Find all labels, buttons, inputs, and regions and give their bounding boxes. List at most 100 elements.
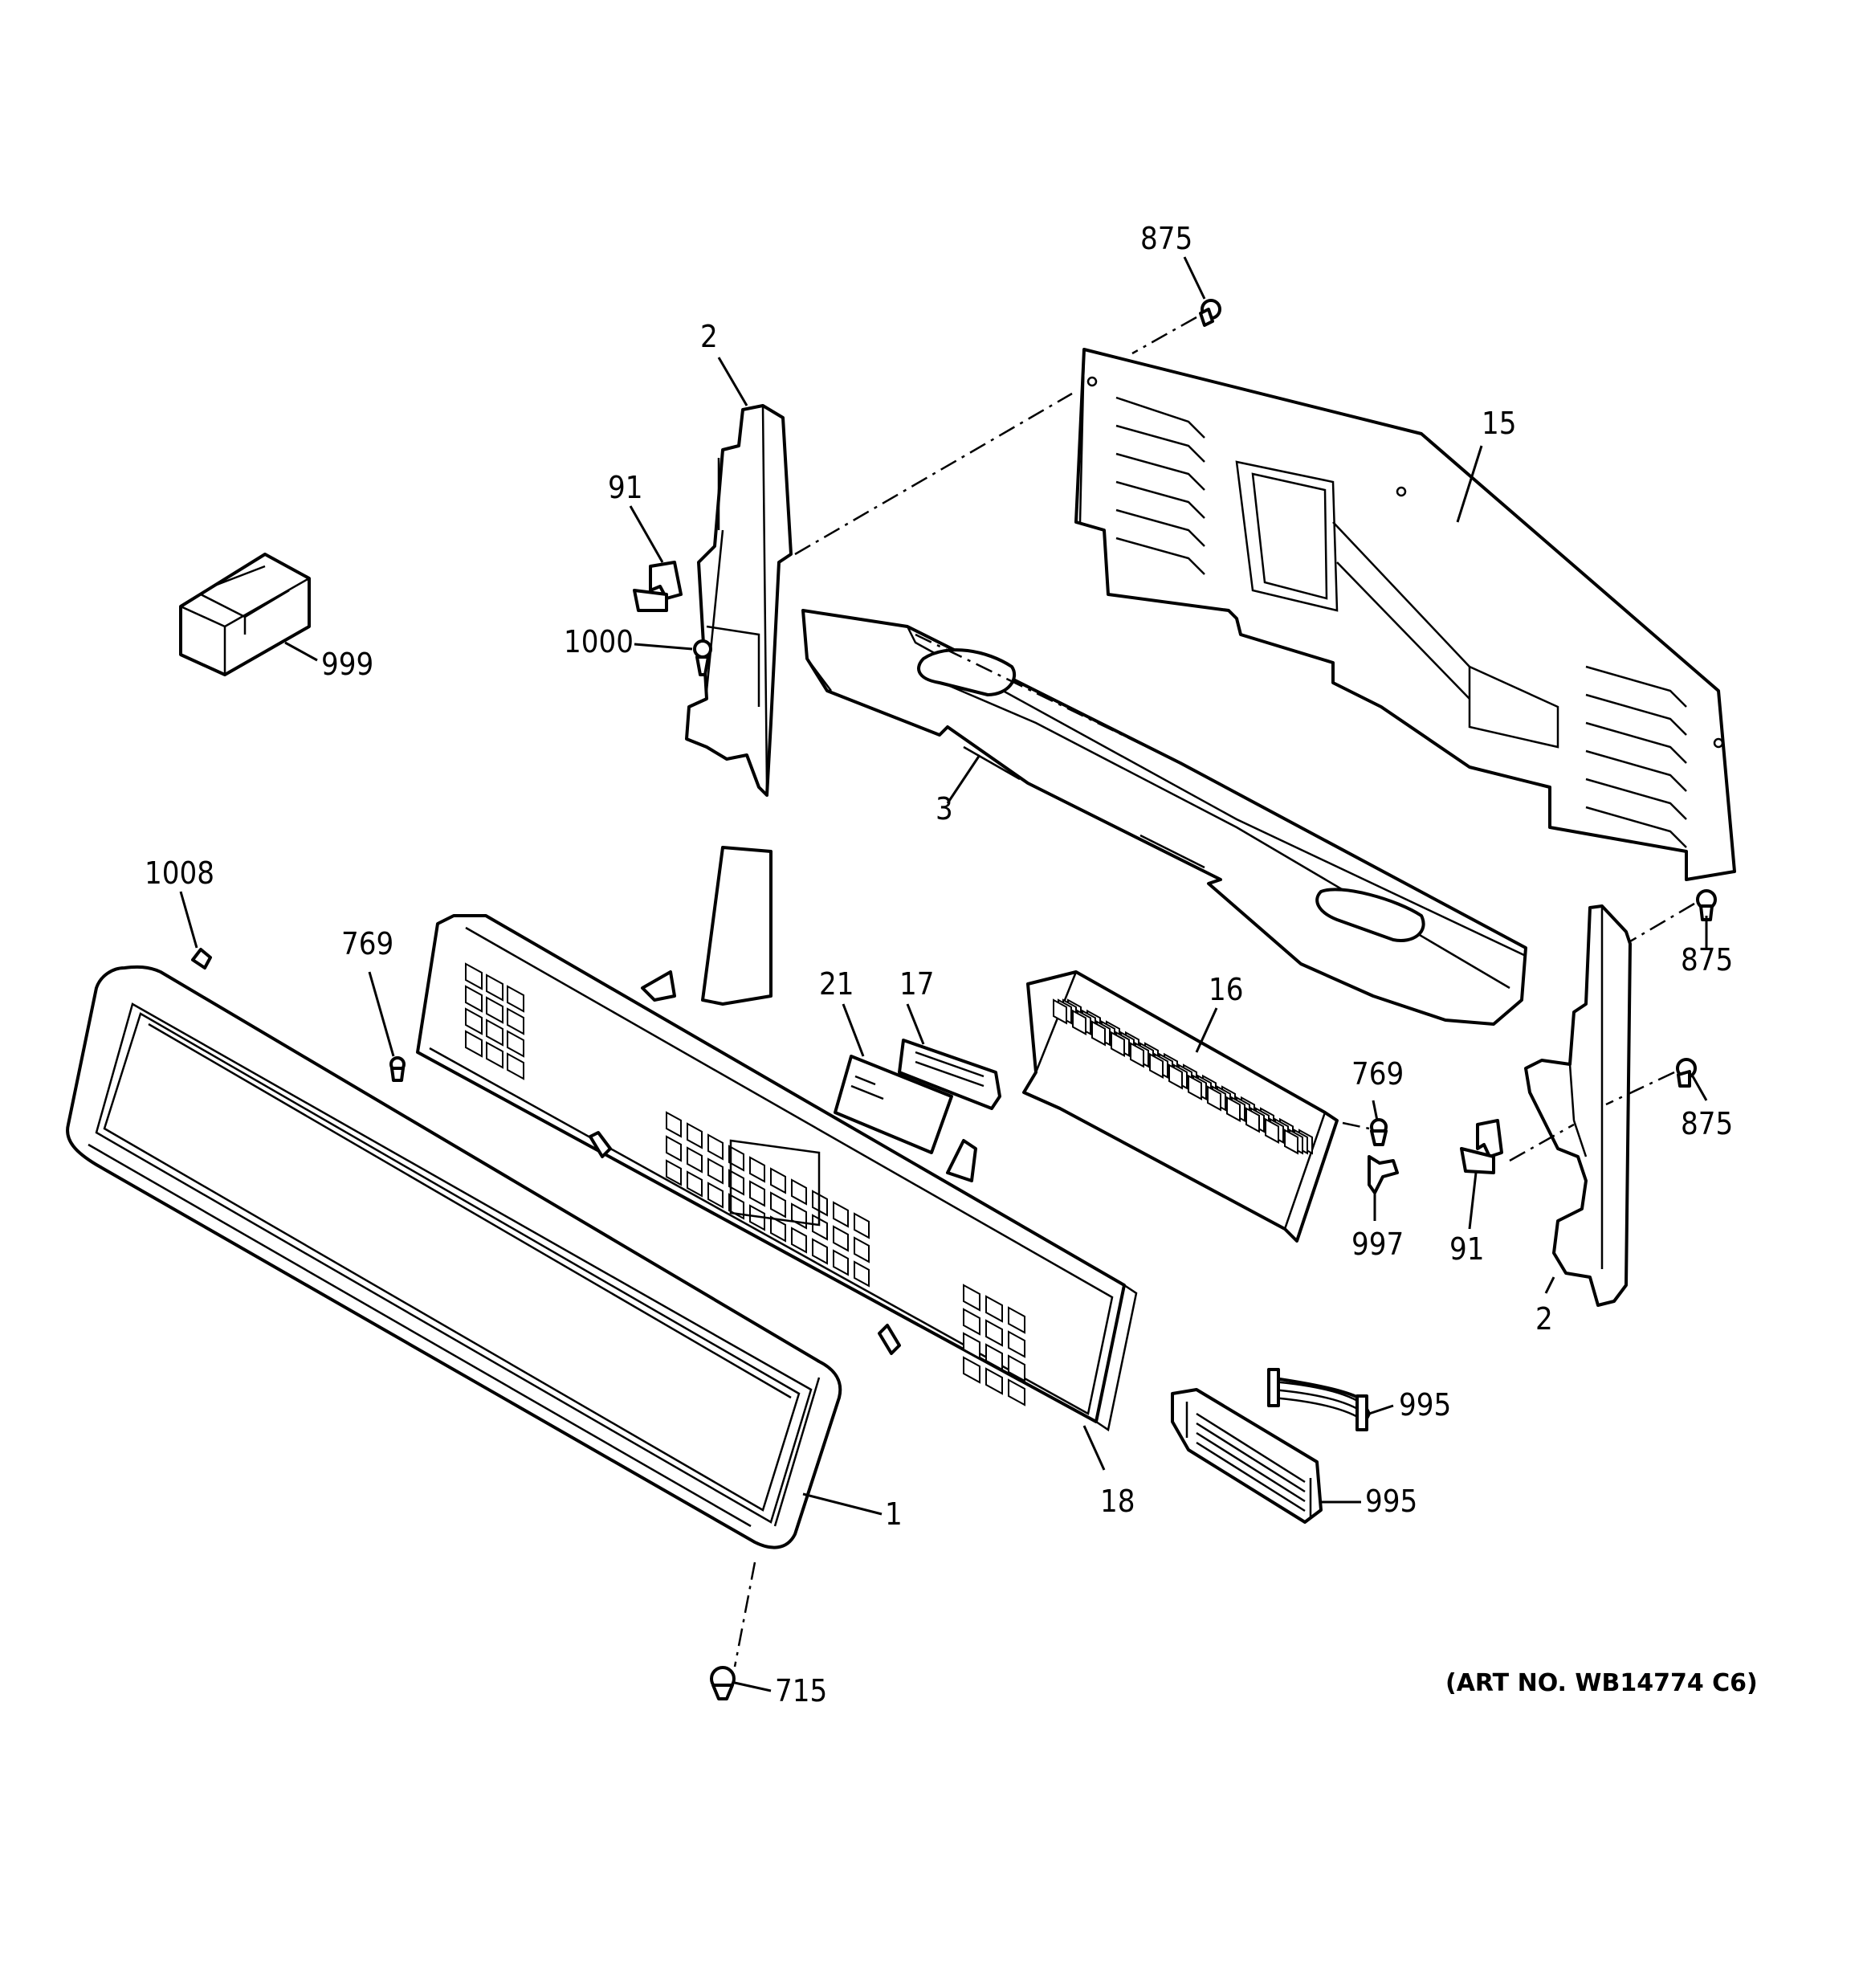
- key-cell: [666, 1159, 682, 1186]
- part-18-control-panel: [416, 846, 1138, 1432]
- part-3-trim-channel: [801, 609, 1527, 1026]
- callout-875-right-upper: 875: [1681, 942, 1733, 978]
- key-cell: [1245, 1107, 1260, 1133]
- key-cell: [963, 1332, 980, 1360]
- callout-769-left: 769: [341, 926, 393, 961]
- callout-995-harness: 995: [1399, 1387, 1451, 1423]
- callout-1: 1: [885, 1496, 903, 1532]
- callout-16: 16: [1209, 972, 1244, 1007]
- key-cell: [486, 1018, 503, 1047]
- key-cell: [507, 985, 524, 1013]
- key-cell: [749, 1180, 765, 1207]
- key-cell: [770, 1167, 786, 1194]
- key-cell: [707, 1182, 724, 1209]
- part-769-clip-left: [389, 1056, 406, 1082]
- leader-lines: [179, 256, 1708, 1692]
- callout-715: 715: [775, 1673, 827, 1708]
- callout-995-cover: 995: [1365, 1484, 1417, 1519]
- key-cell: [1188, 1074, 1202, 1100]
- part-91-right-clip: [1460, 1119, 1503, 1174]
- key-cell: [507, 1052, 524, 1080]
- key-cell: [728, 1169, 744, 1196]
- key-cell: [486, 974, 503, 1002]
- callout-91-right: 91: [1449, 1231, 1485, 1267]
- part-2-right-side-bracket: [1524, 904, 1632, 1307]
- key-cell: [666, 1135, 682, 1162]
- part-769-clip-right: [1370, 1118, 1388, 1146]
- key-cell: [1207, 1085, 1221, 1112]
- board-key-grid: [1053, 998, 1313, 1155]
- key-cell: [985, 1295, 1003, 1323]
- callout-1008: 1008: [145, 855, 214, 891]
- key-cell: [985, 1319, 1003, 1347]
- part-21-display-window: [834, 1055, 953, 1154]
- key-cell: [1008, 1378, 1025, 1406]
- part-91-left-clip: [633, 561, 683, 612]
- key-cell: [812, 1214, 828, 1241]
- key-cell: [465, 985, 483, 1013]
- part-995-cover: [1171, 1388, 1323, 1524]
- key-cell: [854, 1260, 870, 1288]
- key-cell: [1111, 1031, 1125, 1057]
- part-1-trim-frame: [66, 965, 842, 1549]
- louvers-right: [1585, 665, 1687, 848]
- louvers-left: [1115, 396, 1205, 575]
- part-995-wire-harness: [1267, 1368, 1371, 1431]
- callout-997: 997: [1351, 1227, 1404, 1262]
- key-cell: [770, 1215, 786, 1243]
- key-cell: [1284, 1129, 1298, 1155]
- alignment-lines: [733, 316, 1695, 1668]
- key-cell: [791, 1178, 807, 1206]
- key-cell: [1265, 1117, 1279, 1144]
- callout-15: 15: [1482, 406, 1517, 441]
- key-cell: [465, 1007, 483, 1035]
- part-1008-clip: [191, 948, 212, 970]
- part-15-rear-panel: [1074, 348, 1736, 881]
- key-cell: [1168, 1063, 1183, 1090]
- key-cell: [770, 1191, 786, 1219]
- key-cell: [507, 1007, 524, 1035]
- part-17-spacer: [898, 1039, 1001, 1110]
- key-cell: [1072, 1009, 1086, 1035]
- part-997-terminal: [1368, 1155, 1399, 1194]
- key-cell: [812, 1238, 828, 1265]
- callout-labels: 875 2 15 91 1000 999 3 1008 769 21 17 16…: [145, 221, 1758, 1708]
- key-cell: [791, 1227, 807, 1254]
- callout-91-left: 91: [608, 470, 643, 505]
- key-cell: [854, 1236, 870, 1263]
- key-cell: [985, 1343, 1003, 1371]
- art-number: (ART NO. WB14774 C6): [1445, 1669, 1758, 1697]
- key-cell: [1053, 998, 1067, 1025]
- key-cell: [833, 1225, 849, 1252]
- callout-999: 999: [321, 647, 373, 682]
- key-cell: [854, 1212, 870, 1239]
- key-cell: [1008, 1354, 1025, 1382]
- callout-17: 17: [899, 966, 935, 1002]
- key-cell: [486, 1041, 503, 1069]
- callout-3: 3: [936, 791, 953, 827]
- key-cell: [1226, 1096, 1241, 1122]
- key-cell: [465, 1030, 483, 1058]
- key-cell: [666, 1111, 682, 1138]
- key-cell: [1008, 1330, 1025, 1358]
- key-cell: [1149, 1052, 1164, 1079]
- callout-21: 21: [819, 966, 854, 1002]
- callout-2-right: 2: [1535, 1301, 1553, 1337]
- callout-18: 18: [1100, 1484, 1135, 1519]
- part-16-control-board: [1022, 970, 1339, 1243]
- part-715-screw: [710, 1666, 736, 1700]
- key-cell: [1130, 1042, 1144, 1068]
- key-cell: [687, 1170, 703, 1198]
- key-cell: [707, 1157, 724, 1185]
- callout-769-right: 769: [1351, 1056, 1404, 1092]
- key-cell: [963, 1284, 980, 1312]
- callout-875-top: 875: [1140, 221, 1192, 256]
- part-875-screw-right-lower: [1676, 1058, 1697, 1088]
- key-cell: [963, 1356, 980, 1384]
- key-cell: [985, 1367, 1003, 1395]
- key-cell: [749, 1156, 765, 1183]
- key-cell: [1091, 1020, 1106, 1047]
- part-999-box: [179, 553, 311, 676]
- key-cell: [465, 962, 483, 990]
- part-875-screw-top: [1199, 299, 1221, 327]
